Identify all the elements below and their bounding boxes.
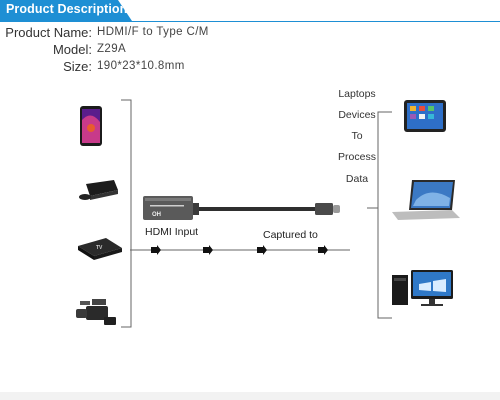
label-captured-to: Captured to xyxy=(263,229,318,241)
label-hdmi-input: HDMI Input xyxy=(145,226,199,238)
header-title: Product Description xyxy=(6,2,128,16)
flow-arrows xyxy=(151,245,328,255)
label-process: Process xyxy=(338,151,376,163)
capture-device-icon: OH xyxy=(143,196,340,220)
game-console-icon xyxy=(79,180,118,200)
right-bracket xyxy=(367,111,392,319)
tv-box-icon: TV xyxy=(78,238,122,260)
tv-badge: TV xyxy=(96,245,103,251)
spec-label-product-name: Product Name: xyxy=(5,25,92,40)
arrow-4 xyxy=(318,245,328,255)
header-banner xyxy=(0,0,500,22)
desktop-pc-icon xyxy=(392,270,453,306)
camcorder-icon xyxy=(76,299,116,325)
laptop-icon xyxy=(392,180,460,220)
capture-logo-text: OH xyxy=(152,212,161,218)
label-devices: Devices xyxy=(338,109,376,121)
spec-value-product-name: HDMI/F to Type C/M xyxy=(97,26,209,38)
left-bracket xyxy=(121,99,140,328)
arrow-3 xyxy=(257,245,267,255)
arrow-1 xyxy=(151,245,161,255)
label-data: Data xyxy=(345,173,369,185)
bottom-strip xyxy=(0,392,500,400)
arrow-2 xyxy=(203,245,213,255)
header-tab xyxy=(0,0,132,21)
spec-label-size: Size: xyxy=(63,59,92,74)
label-to: To xyxy=(351,130,363,142)
spec-label-model: Model: xyxy=(52,42,92,57)
spec-value-model: Z29A xyxy=(97,43,127,55)
label-laptops: Laptops xyxy=(338,88,376,100)
smartphone-icon xyxy=(80,106,102,146)
spec-value-size: 190*23*10.8mm xyxy=(97,60,185,72)
tablet-icon xyxy=(404,100,446,132)
